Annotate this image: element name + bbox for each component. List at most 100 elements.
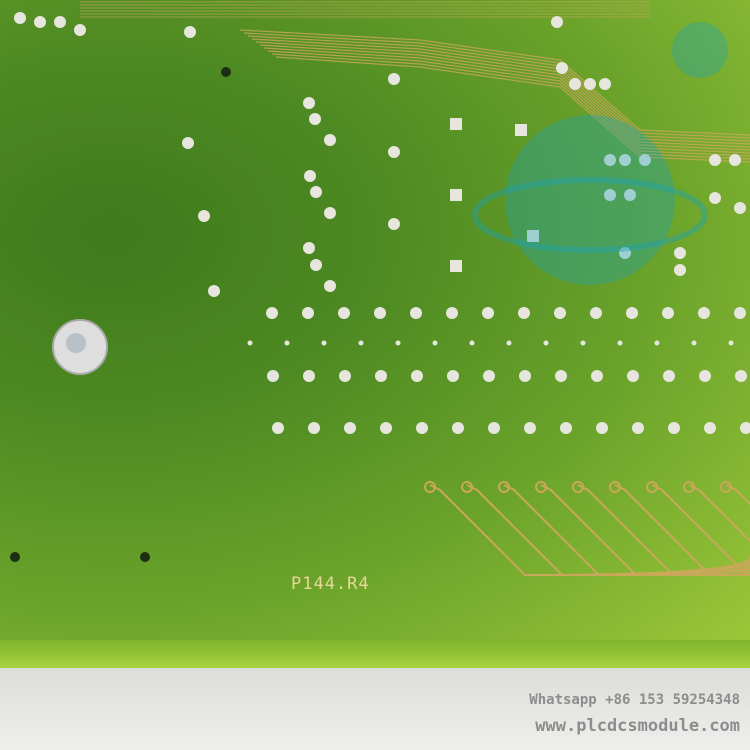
pcb-edge [0,640,750,668]
via [358,340,364,346]
solder-pad [182,137,194,149]
solder-pad [518,307,530,319]
trace-pad [572,481,584,493]
solder-pad [34,16,46,28]
solder-pad [308,422,320,434]
via-hole [140,552,150,562]
copper-trace [239,29,750,136]
solder-pad [388,218,400,230]
solder-pad [198,210,210,222]
via [580,340,586,346]
copper-trace [263,47,750,154]
solder-pad [310,186,322,198]
copper-trace [267,50,750,157]
solder-pad [627,370,639,382]
solder-pad [663,370,675,382]
square-pad [450,118,462,130]
trace-pad [461,481,473,493]
solder-pad [374,307,386,319]
pcb-board [0,0,750,668]
screw-slot [66,333,86,353]
solder-pad [699,370,711,382]
solder-pad [569,78,581,90]
watermark-logo [505,115,675,285]
solder-pad [184,26,196,38]
solder-pad [303,97,315,109]
solder-pad [483,370,495,382]
trace-pad [646,481,658,493]
solder-pad [338,307,350,319]
solder-pad [596,422,608,434]
solder-pad [519,370,531,382]
via [691,340,697,346]
solder-pad [303,370,315,382]
solder-pad [604,154,616,166]
via [617,340,623,346]
solder-pad [304,170,316,182]
solder-pad [668,422,680,434]
solder-pad [729,154,741,166]
watermark-whatsapp: Whatsapp +86 153 59254348 [529,692,740,708]
solder-pad [734,307,746,319]
solder-pad [555,370,567,382]
solder-pad [556,62,568,74]
solder-pad [599,78,611,90]
solder-pad [632,422,644,434]
solder-pad [272,422,284,434]
solder-pad [554,307,566,319]
solder-pad [324,280,336,292]
solder-pad [488,422,500,434]
via [543,340,549,346]
solder-pad [452,422,464,434]
solder-pad [662,307,674,319]
solder-pad [740,422,750,434]
solder-pad [619,247,631,259]
solder-pad [698,307,710,319]
copper-trace [275,56,750,163]
copper-trace [688,484,750,556]
solder-pad [584,78,596,90]
copper-trace [259,44,750,151]
square-pad [527,230,539,242]
solder-pad [447,370,459,382]
solder-pad [324,207,336,219]
square-pad [450,189,462,201]
solder-pad [734,202,746,214]
solder-pad [375,370,387,382]
solder-pad [303,242,315,254]
solder-pad [604,189,616,201]
trace-pad [498,481,510,493]
solder-pad [410,307,422,319]
solder-pad [380,422,392,434]
solder-pad [590,307,602,319]
solder-pad [624,189,636,201]
via [469,340,475,346]
trace-pad [535,481,547,493]
via-hole [221,67,231,77]
via [395,340,401,346]
via [654,340,660,346]
solder-pad [551,16,563,28]
copper-trace [614,484,750,577]
solder-pad [388,146,400,158]
via [321,340,327,346]
via-hole [10,552,20,562]
via [506,340,512,346]
copper-trace [271,53,750,160]
solder-pad [309,113,321,125]
square-pad [450,260,462,272]
copper-trace [651,484,750,578]
solder-pad [416,422,428,434]
solder-pad [14,12,26,24]
solder-pad [411,370,423,382]
solder-pad [324,134,336,146]
solder-pad [709,192,721,204]
solder-pad [344,422,356,434]
solder-pad [388,73,400,85]
via [284,340,290,346]
solder-pad [54,16,66,28]
solder-pad [560,422,572,434]
trace-pad [720,481,732,493]
solder-pad [639,154,651,166]
solder-pad [619,154,631,166]
